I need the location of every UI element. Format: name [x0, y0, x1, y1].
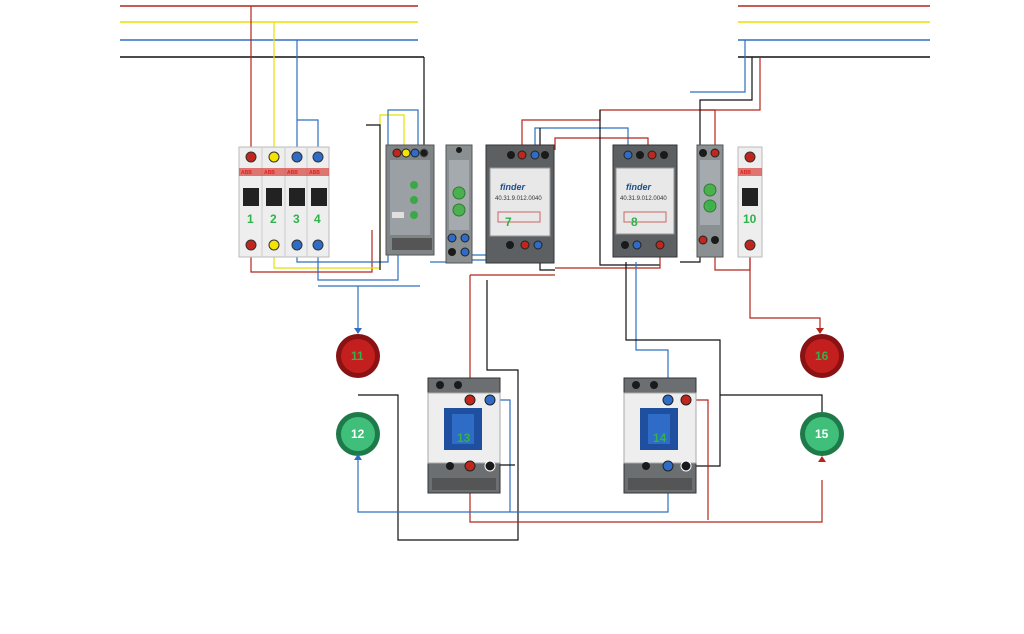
- bus-lines-left: [120, 5, 424, 58]
- breaker-3-label: 3: [293, 212, 300, 226]
- timer-6: [445, 144, 473, 264]
- relay-7-brand: finder: [500, 182, 525, 192]
- breaker-4-label: 4: [314, 212, 321, 226]
- relay-7-spec: 40.31.9.012.0040: [495, 196, 542, 202]
- breaker-10: ABB 10: [737, 146, 763, 258]
- lamp-11-label: 11: [351, 349, 364, 363]
- relay-7: finder 40.31.9.012.0040 7: [485, 144, 555, 264]
- wire-arrows: [354, 328, 826, 462]
- lamp-16-label: 16: [815, 349, 829, 363]
- timer-9-label: 9: [707, 199, 714, 213]
- contactor-13-label: 13: [457, 431, 471, 445]
- breaker-1-brand: ABB: [241, 170, 252, 176]
- timer-9: 9: [696, 144, 724, 258]
- lamp-15-label: 15: [815, 427, 829, 441]
- breaker-block: ABB ABB ABB ABB 1 2 3 4: [238, 146, 330, 258]
- contactor-14-label: 14: [653, 431, 667, 445]
- relay-8-brand: finder: [626, 182, 651, 192]
- breaker-10-label: 10: [743, 212, 757, 226]
- breaker-2-label: 2: [270, 212, 277, 226]
- breaker-3-brand: ABB: [287, 170, 298, 176]
- relay-8-spec: 40.31.9.012.0040: [620, 196, 667, 202]
- lamp-16: 16: [800, 334, 844, 378]
- lamp-11: 11: [336, 334, 380, 378]
- breaker-2-brand: ABB: [264, 170, 275, 176]
- lamp-12-label: 12: [351, 427, 365, 441]
- module-5: [385, 144, 435, 256]
- contactor-13: 13: [427, 377, 501, 494]
- contactor-14: 14: [623, 377, 697, 494]
- lamp-12: 12: [336, 412, 380, 456]
- breaker-4-brand: ABB: [309, 170, 320, 176]
- relay-8-label: 8: [631, 215, 638, 229]
- breaker-10-brand: ABB: [740, 170, 751, 176]
- relay-7-label: 7: [505, 215, 512, 229]
- wires: [250, 6, 823, 541]
- bus-lines-right: [738, 5, 930, 58]
- breaker-1-label: 1: [247, 212, 254, 226]
- relay-8: finder 40.31.9.012.0040 8: [612, 144, 678, 258]
- lamp-15: 15: [800, 412, 844, 456]
